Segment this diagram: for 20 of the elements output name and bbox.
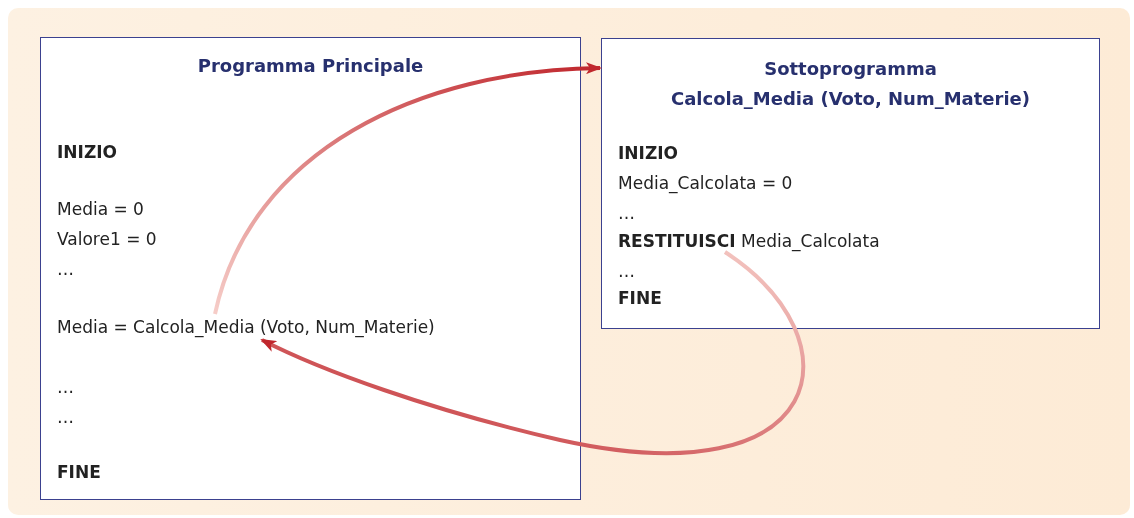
keyword: INIZIO (618, 142, 678, 164)
keyword: INIZIO (57, 141, 117, 163)
code-line: Valore1 = 0 (57, 228, 157, 250)
code-line: Media = 0 (57, 198, 144, 220)
arrow (260, 250, 805, 455)
arrow (213, 62, 602, 315)
code-line: Media = Calcola_Media (Voto, Num_Materie) (57, 316, 435, 338)
code-line: Media_Calcolata = 0 (618, 172, 793, 194)
code-panel (40, 37, 581, 500)
code-line: … (57, 376, 74, 398)
code-line: RESTITUISCI Media_Calcolata (618, 230, 880, 252)
keyword: FINE (57, 461, 101, 483)
code-line: … (57, 258, 74, 280)
code-line: … (618, 260, 635, 282)
panel-heading: Programma Principale (196, 54, 425, 78)
panel-heading: Sottoprogramma Calcola_Media (Voto, Num_Materie) (669, 57, 1032, 111)
code-line: … (618, 202, 635, 224)
code-panel (601, 38, 1100, 329)
code-line: … (57, 406, 74, 428)
keyword: FINE (618, 287, 662, 309)
